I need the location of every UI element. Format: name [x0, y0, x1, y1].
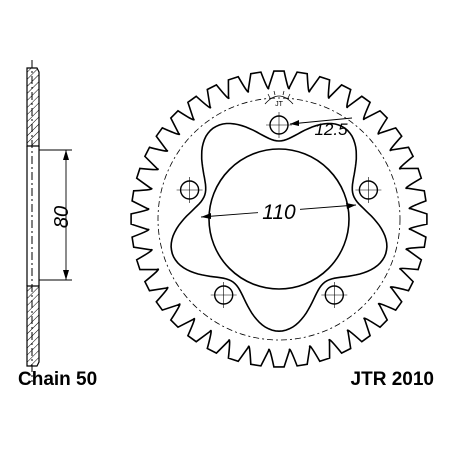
chain-label: Chain 50 — [18, 369, 98, 390]
center-bore — [208, 148, 350, 290]
sprocket-face: JT 110 12.5 — [130, 70, 428, 368]
dimension-12-5-label: 12.5 — [314, 120, 348, 139]
root-circle — [157, 97, 401, 341]
side-profile: 80 — [26, 60, 73, 382]
part-number: JTR 2010 — [350, 369, 434, 390]
lightening-cutout — [170, 122, 388, 333]
dimension-80-label: 80 — [51, 206, 73, 228]
profile-top-section — [26, 67, 40, 147]
jt-logo: JT — [264, 90, 294, 108]
profile-bottom-section — [26, 285, 40, 367]
logo-text: JT — [275, 101, 284, 108]
sprocket-teeth — [130, 70, 428, 368]
dimension-110-label: 110 — [262, 201, 296, 224]
bolt-holes — [176, 112, 382, 308]
